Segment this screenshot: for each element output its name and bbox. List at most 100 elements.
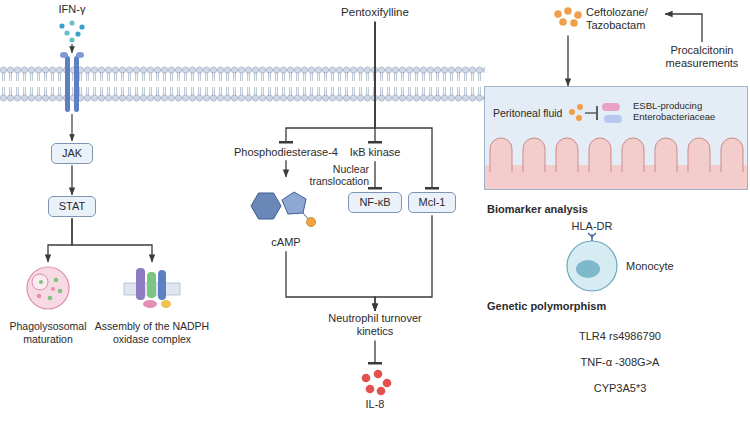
figure-part [307, 218, 316, 227]
outcome-node: Neutrophil turnover kinetics [320, 312, 430, 338]
figure-part [69, 37, 74, 42]
node-text: JAK [62, 147, 82, 160]
figure-part [570, 19, 578, 27]
figure-part [251, 193, 281, 219]
figure-part [0, 66, 485, 102]
figure-part [39, 280, 43, 284]
icon-node: IL-8 [345, 366, 405, 411]
figure-part [588, 233, 596, 237]
figure-part [282, 192, 306, 214]
figure-part [567, 241, 617, 291]
node-text: NF-κB [359, 196, 390, 209]
monocyte-icon [567, 233, 617, 291]
figure-part [576, 260, 600, 278]
ligand-label: IFN-γ [59, 3, 86, 16]
arrow-connector [665, 14, 702, 42]
figure-part [76, 52, 84, 58]
polymorphism-label: TLR4 rs4986790 [579, 330, 661, 343]
polymorphism-label: CYP3A5*3 [594, 382, 647, 395]
node-text: cAMP [246, 236, 326, 249]
figure-part [564, 7, 572, 15]
figure-part [48, 296, 53, 301]
figure-part [37, 294, 42, 299]
panel-text: ESBL-producing Enterobacteriaceae [633, 101, 737, 123]
figure-part [377, 387, 386, 396]
process-box: JAK [51, 143, 93, 164]
node-text: Procalcitonin measurements [657, 44, 747, 70]
nadph-oxidase-icon [124, 268, 180, 308]
icon-node: Phagolysosomal maturation [4, 258, 92, 345]
figure-part [161, 300, 171, 308]
figure-part [143, 300, 157, 308]
icon-node: cAMP [246, 178, 326, 249]
edge-label: Nuclear translocation [308, 163, 370, 187]
node-text: IL-8 [345, 398, 405, 411]
figure-part [71, 114, 72, 141]
figure-part [32, 274, 48, 290]
arrow-connector [286, 251, 375, 311]
node-text: Phagolysosomal maturation [4, 320, 92, 345]
node-text: Mcl-1 [419, 196, 446, 209]
node-text: Neutrophil turnover kinetics [320, 312, 430, 338]
antibiotic-molecules [554, 7, 582, 27]
figure-part [54, 278, 59, 283]
figure-part [366, 385, 375, 394]
cell-label: Monocyte [626, 260, 674, 273]
figure-part [485, 172, 747, 189]
arrow-connector [71, 165, 72, 195]
figure-part [60, 52, 68, 58]
panel-text: Peritoneal fluid [493, 107, 562, 119]
figure-part [27, 267, 69, 309]
figure-part [158, 270, 166, 300]
icon-node: Assembly of the NADPH oxidase complex [87, 258, 217, 345]
figure-part [484, 86, 748, 190]
arrow-connector [375, 215, 432, 311]
camp-molecule [251, 192, 316, 227]
figure-part [64, 30, 69, 35]
figure-part [136, 268, 145, 300]
figure-part [65, 56, 70, 112]
figure-part [554, 10, 562, 18]
figure-part [59, 23, 64, 28]
figure-part [602, 103, 620, 111]
arrow-connector [48, 218, 72, 262]
figure-part [596, 106, 598, 120]
target-node: IκB kinase [350, 146, 401, 159]
drug-node: Ceftolozane/ Tazobactam [550, 6, 662, 32]
figure-part [559, 18, 567, 26]
node-text: Pentoxifylline [341, 6, 409, 20]
figure-part [604, 115, 622, 123]
figure-part [577, 104, 583, 110]
process-box: Mcl-1 [408, 192, 457, 213]
ifn-gamma-molecules [59, 20, 84, 53]
figure-part [69, 20, 74, 25]
polymorphism-label: TNF-α -308G>A [581, 356, 660, 369]
ifn-receptor [60, 52, 84, 141]
process-box: STAT [48, 196, 96, 217]
figure-part [71, 44, 72, 53]
figure-part [383, 379, 392, 388]
cell-membrane [0, 66, 485, 102]
process-box: NF-κB [348, 192, 401, 213]
figure-part [362, 374, 371, 383]
inhibition-connector [374, 161, 375, 188]
inhibition-connector [374, 340, 375, 363]
figure-part [374, 370, 383, 379]
node-text: Ceftolozane/ Tazobactam [586, 6, 662, 32]
figure-part [569, 109, 575, 115]
target-node: Phosphodiesterase-4 [234, 146, 338, 159]
node-text: STAT [59, 200, 85, 213]
figure-part [74, 56, 79, 112]
arrow-connector [285, 160, 286, 177]
node-text: Phosphodiesterase-4 [234, 146, 338, 159]
figure-part [574, 11, 582, 19]
text-node: Procalcitonin measurements [657, 44, 747, 70]
il8-molecules [362, 370, 392, 396]
figure-part [585, 112, 596, 113]
inhibition-connector [375, 22, 432, 188]
inhibition-connector [286, 22, 375, 142]
section-heading: Genetic polymorphism [487, 300, 606, 313]
peritoneum-illustration [484, 86, 748, 190]
tissue-panel: Peritoneal fluid ESBL-producing Enterobac… [484, 86, 748, 190]
figure-part [58, 289, 63, 294]
